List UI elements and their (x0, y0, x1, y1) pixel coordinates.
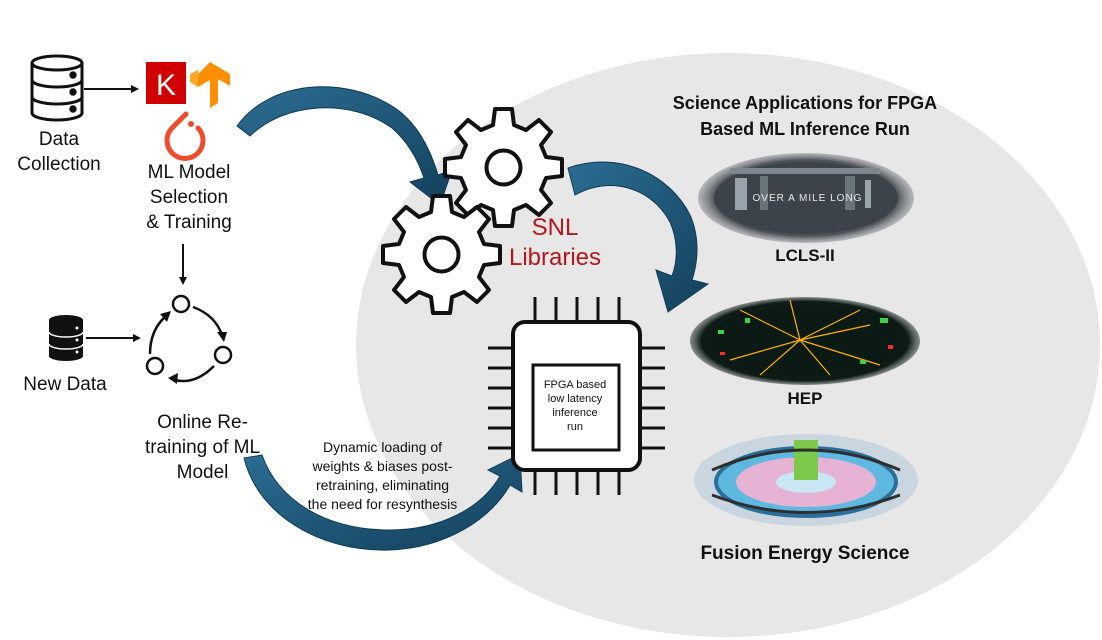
chip-icon (488, 297, 665, 495)
online-retraining-label: Online Re- training of ML Model (144, 412, 261, 483)
keras-letter: K (156, 69, 176, 102)
new-data-arrow (86, 334, 141, 342)
gear-icon-secondary (381, 194, 502, 315)
new-data-database-icon (48, 315, 84, 361)
fusion-energy-label: Fusion Energy Science (700, 543, 910, 564)
pytorch-logo-icon (164, 111, 206, 161)
lcls-image-caption: OVER A MILE LONG (752, 193, 863, 204)
model-selection-label: ML Model Selection & Training (146, 162, 232, 233)
keras-logo-icon: K (146, 62, 186, 104)
selection-to-retraining-arrow (179, 244, 187, 285)
cycle-icon (145, 294, 233, 384)
snl-libraries-label: SNL Libraries (508, 214, 602, 271)
applications-title: Science Applications for FPGA Based ML I… (672, 93, 938, 139)
fusion-image (694, 434, 918, 526)
tensorflow-logo-icon (190, 62, 230, 108)
lcls-image (698, 153, 914, 243)
fpga-label: FPGA based low latency inference run (543, 379, 607, 433)
hep-label: HEP (787, 389, 823, 408)
retraining-to-chip-arrow (243, 453, 523, 551)
data-to-model-arrow (84, 85, 139, 93)
lcls-label: LCLS-II (775, 246, 835, 265)
gears-to-chip-arrow (567, 161, 710, 313)
model-to-gears-arrow (236, 86, 453, 206)
gear-icon (443, 107, 564, 228)
data-collection-label: Data Collection (17, 129, 101, 175)
new-data-label: New Data (23, 374, 107, 395)
database-icon (30, 54, 84, 122)
hep-image (690, 297, 920, 385)
dynamic-loading-note: Dynamic loading of weights & biases post… (307, 439, 458, 512)
